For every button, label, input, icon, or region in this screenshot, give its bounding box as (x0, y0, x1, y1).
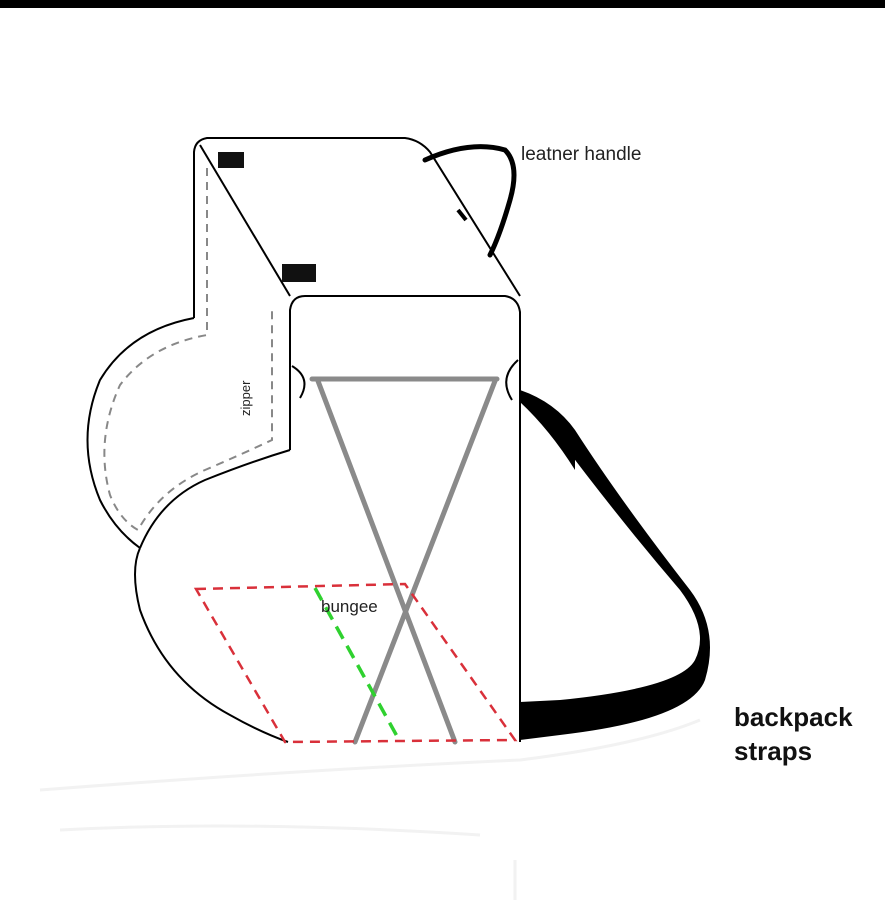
strap-upper-band (520, 392, 575, 470)
zipper-line (103, 168, 273, 532)
corner-mark-top (218, 152, 244, 168)
bungee-area-outline (193, 582, 518, 744)
backpack-strap (520, 390, 710, 740)
background-smudges (39, 718, 701, 900)
leather-handle (422, 144, 517, 258)
top-border (0, 0, 885, 8)
lid-front-edge (199, 144, 291, 297)
zipper-label: zipper (238, 380, 253, 416)
bungee-label: bungee (321, 597, 378, 616)
side-pocket-outline (86, 317, 195, 549)
front-panel-outline (289, 295, 521, 742)
back-panel-outline (193, 137, 521, 318)
hook-left (291, 365, 306, 399)
pocket-inner-curve (139, 449, 291, 549)
handle-label: leatner handle (521, 144, 642, 165)
straps-label-line1: backpack (734, 702, 853, 732)
bungee-cords (309, 376, 500, 745)
hook-right (505, 359, 519, 401)
straps-label: backpack straps (734, 700, 853, 768)
straps-label-line2: straps (734, 736, 813, 766)
handle-attach-mark (456, 208, 468, 222)
green-dash-line (313, 587, 400, 739)
corner-mark-mid (282, 264, 316, 282)
side-pocket-lower (134, 547, 289, 743)
